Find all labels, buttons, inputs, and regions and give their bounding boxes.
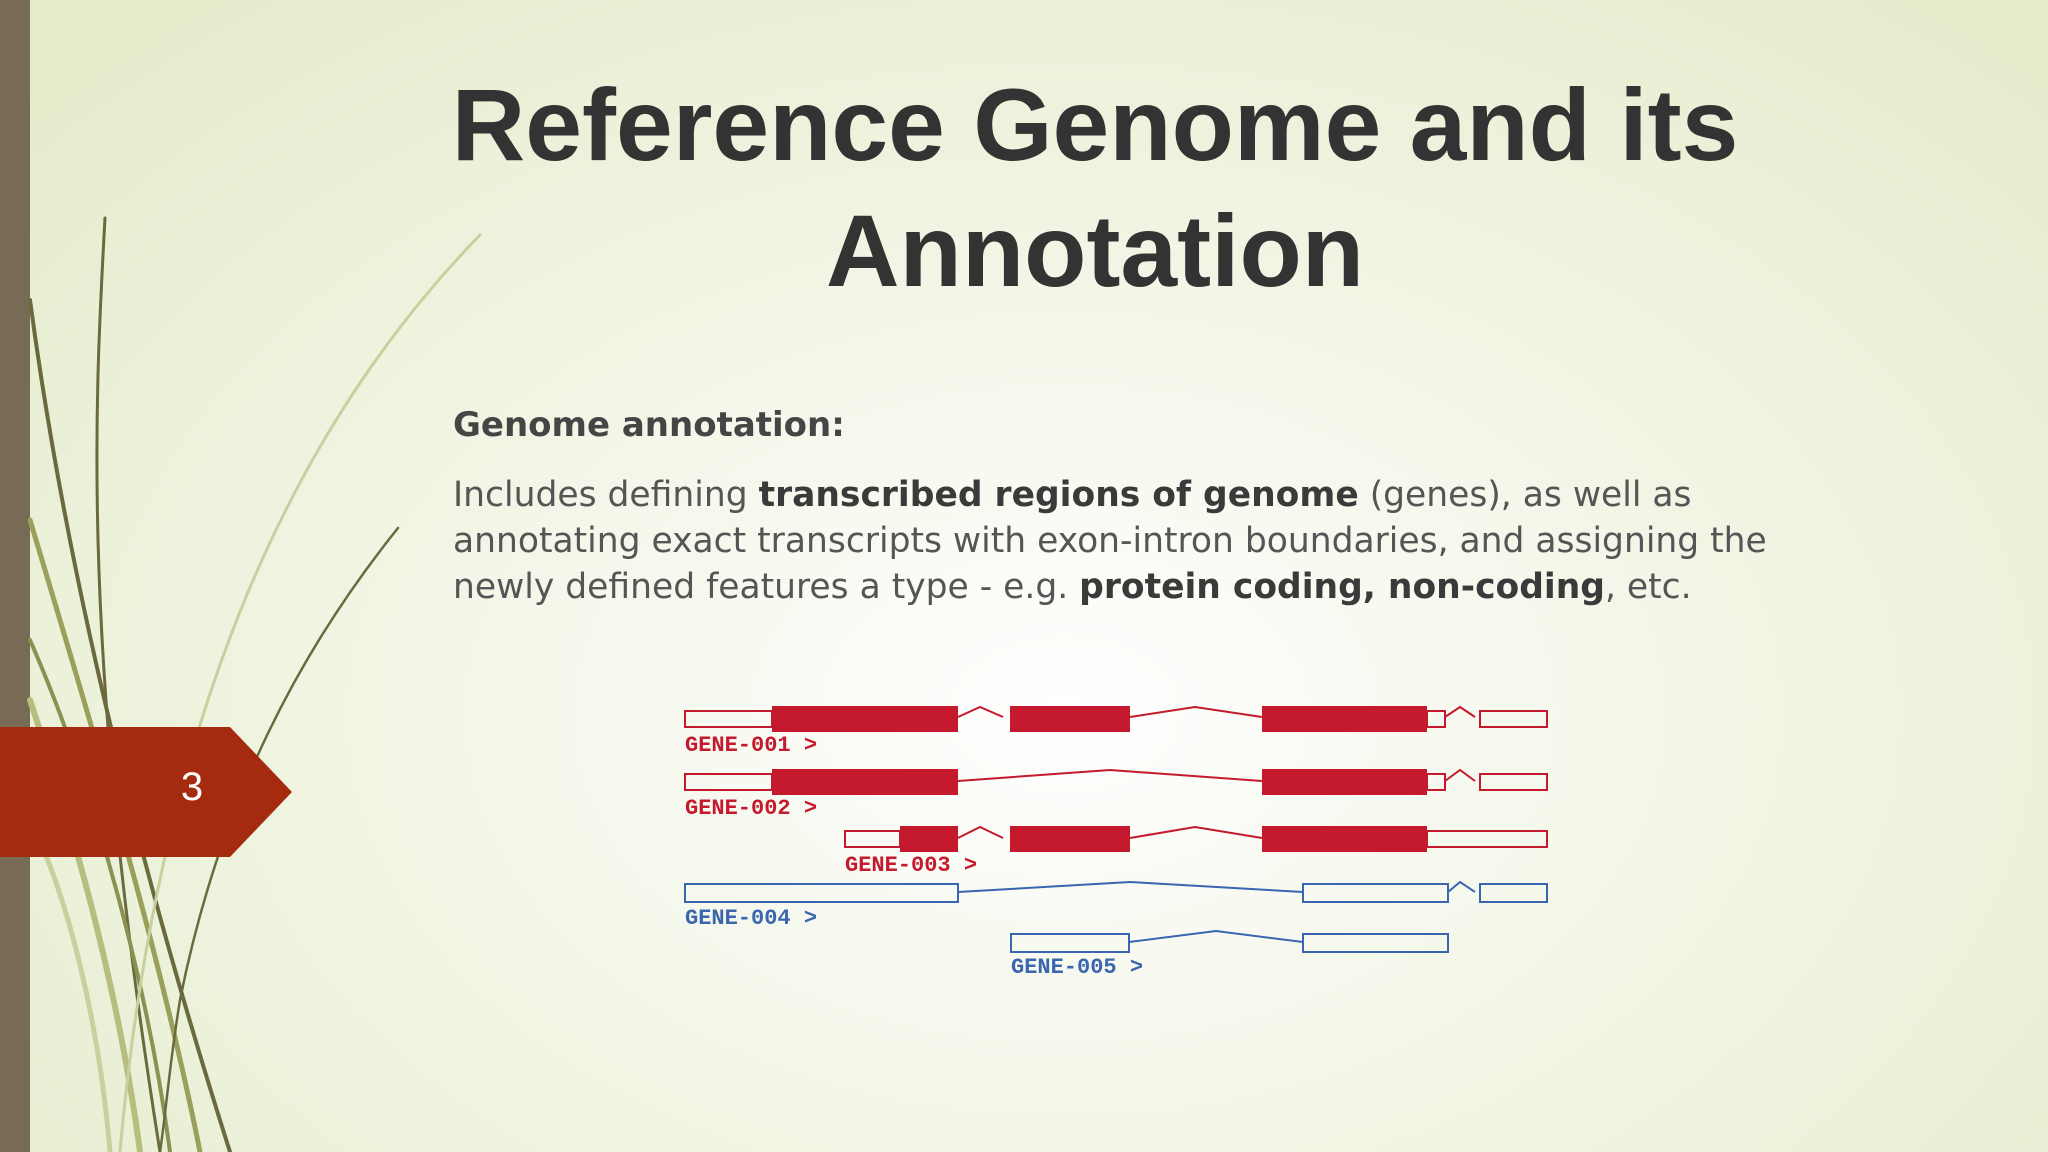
- slide-title: Reference Genome and its Annotation: [390, 62, 1800, 314]
- gene-label-005: GENE-005 >: [1011, 955, 1143, 980]
- gene-002-track: GENE-002 >: [684, 768, 1548, 821]
- gene-001-track: GENE-001 >: [684, 705, 1548, 758]
- subheading: Genome annotation:: [453, 405, 845, 445]
- gene-label-004: GENE-004 >: [685, 906, 817, 931]
- gene-003-track: GENE-003 >: [844, 825, 1548, 878]
- gene-label-001: GENE-001 >: [685, 733, 817, 758]
- body-text-part-2: (genes), as well as annotating exact tra…: [453, 475, 1767, 607]
- gene-label-002: GENE-002 >: [685, 796, 817, 821]
- body-text-part-1: Includes defining: [453, 475, 759, 515]
- body-bold-2: protein coding, non-coding: [1079, 567, 1605, 607]
- gene-annotation-figure: GENE-001 > GENE-002 > GENE-003 > GENE-00…: [684, 705, 1548, 980]
- slide-number-tag: [0, 727, 292, 857]
- body-text-part-3: , etc.: [1605, 567, 1692, 607]
- gene-004-track: GENE-004 >: [684, 880, 1548, 931]
- body-paragraph: Includes defining transcribed regions of…: [453, 472, 1873, 610]
- title-line-1: Reference Genome and its: [451, 68, 1739, 182]
- slide-number: 3: [180, 765, 204, 809]
- left-accent-bar: [0, 0, 30, 1152]
- gene-005-track: GENE-005 >: [1010, 929, 1449, 980]
- title-line-2: Annotation: [825, 194, 1365, 308]
- gene-label-003: GENE-003 >: [845, 853, 977, 878]
- body-bold-1: transcribed regions of genome: [758, 475, 1359, 515]
